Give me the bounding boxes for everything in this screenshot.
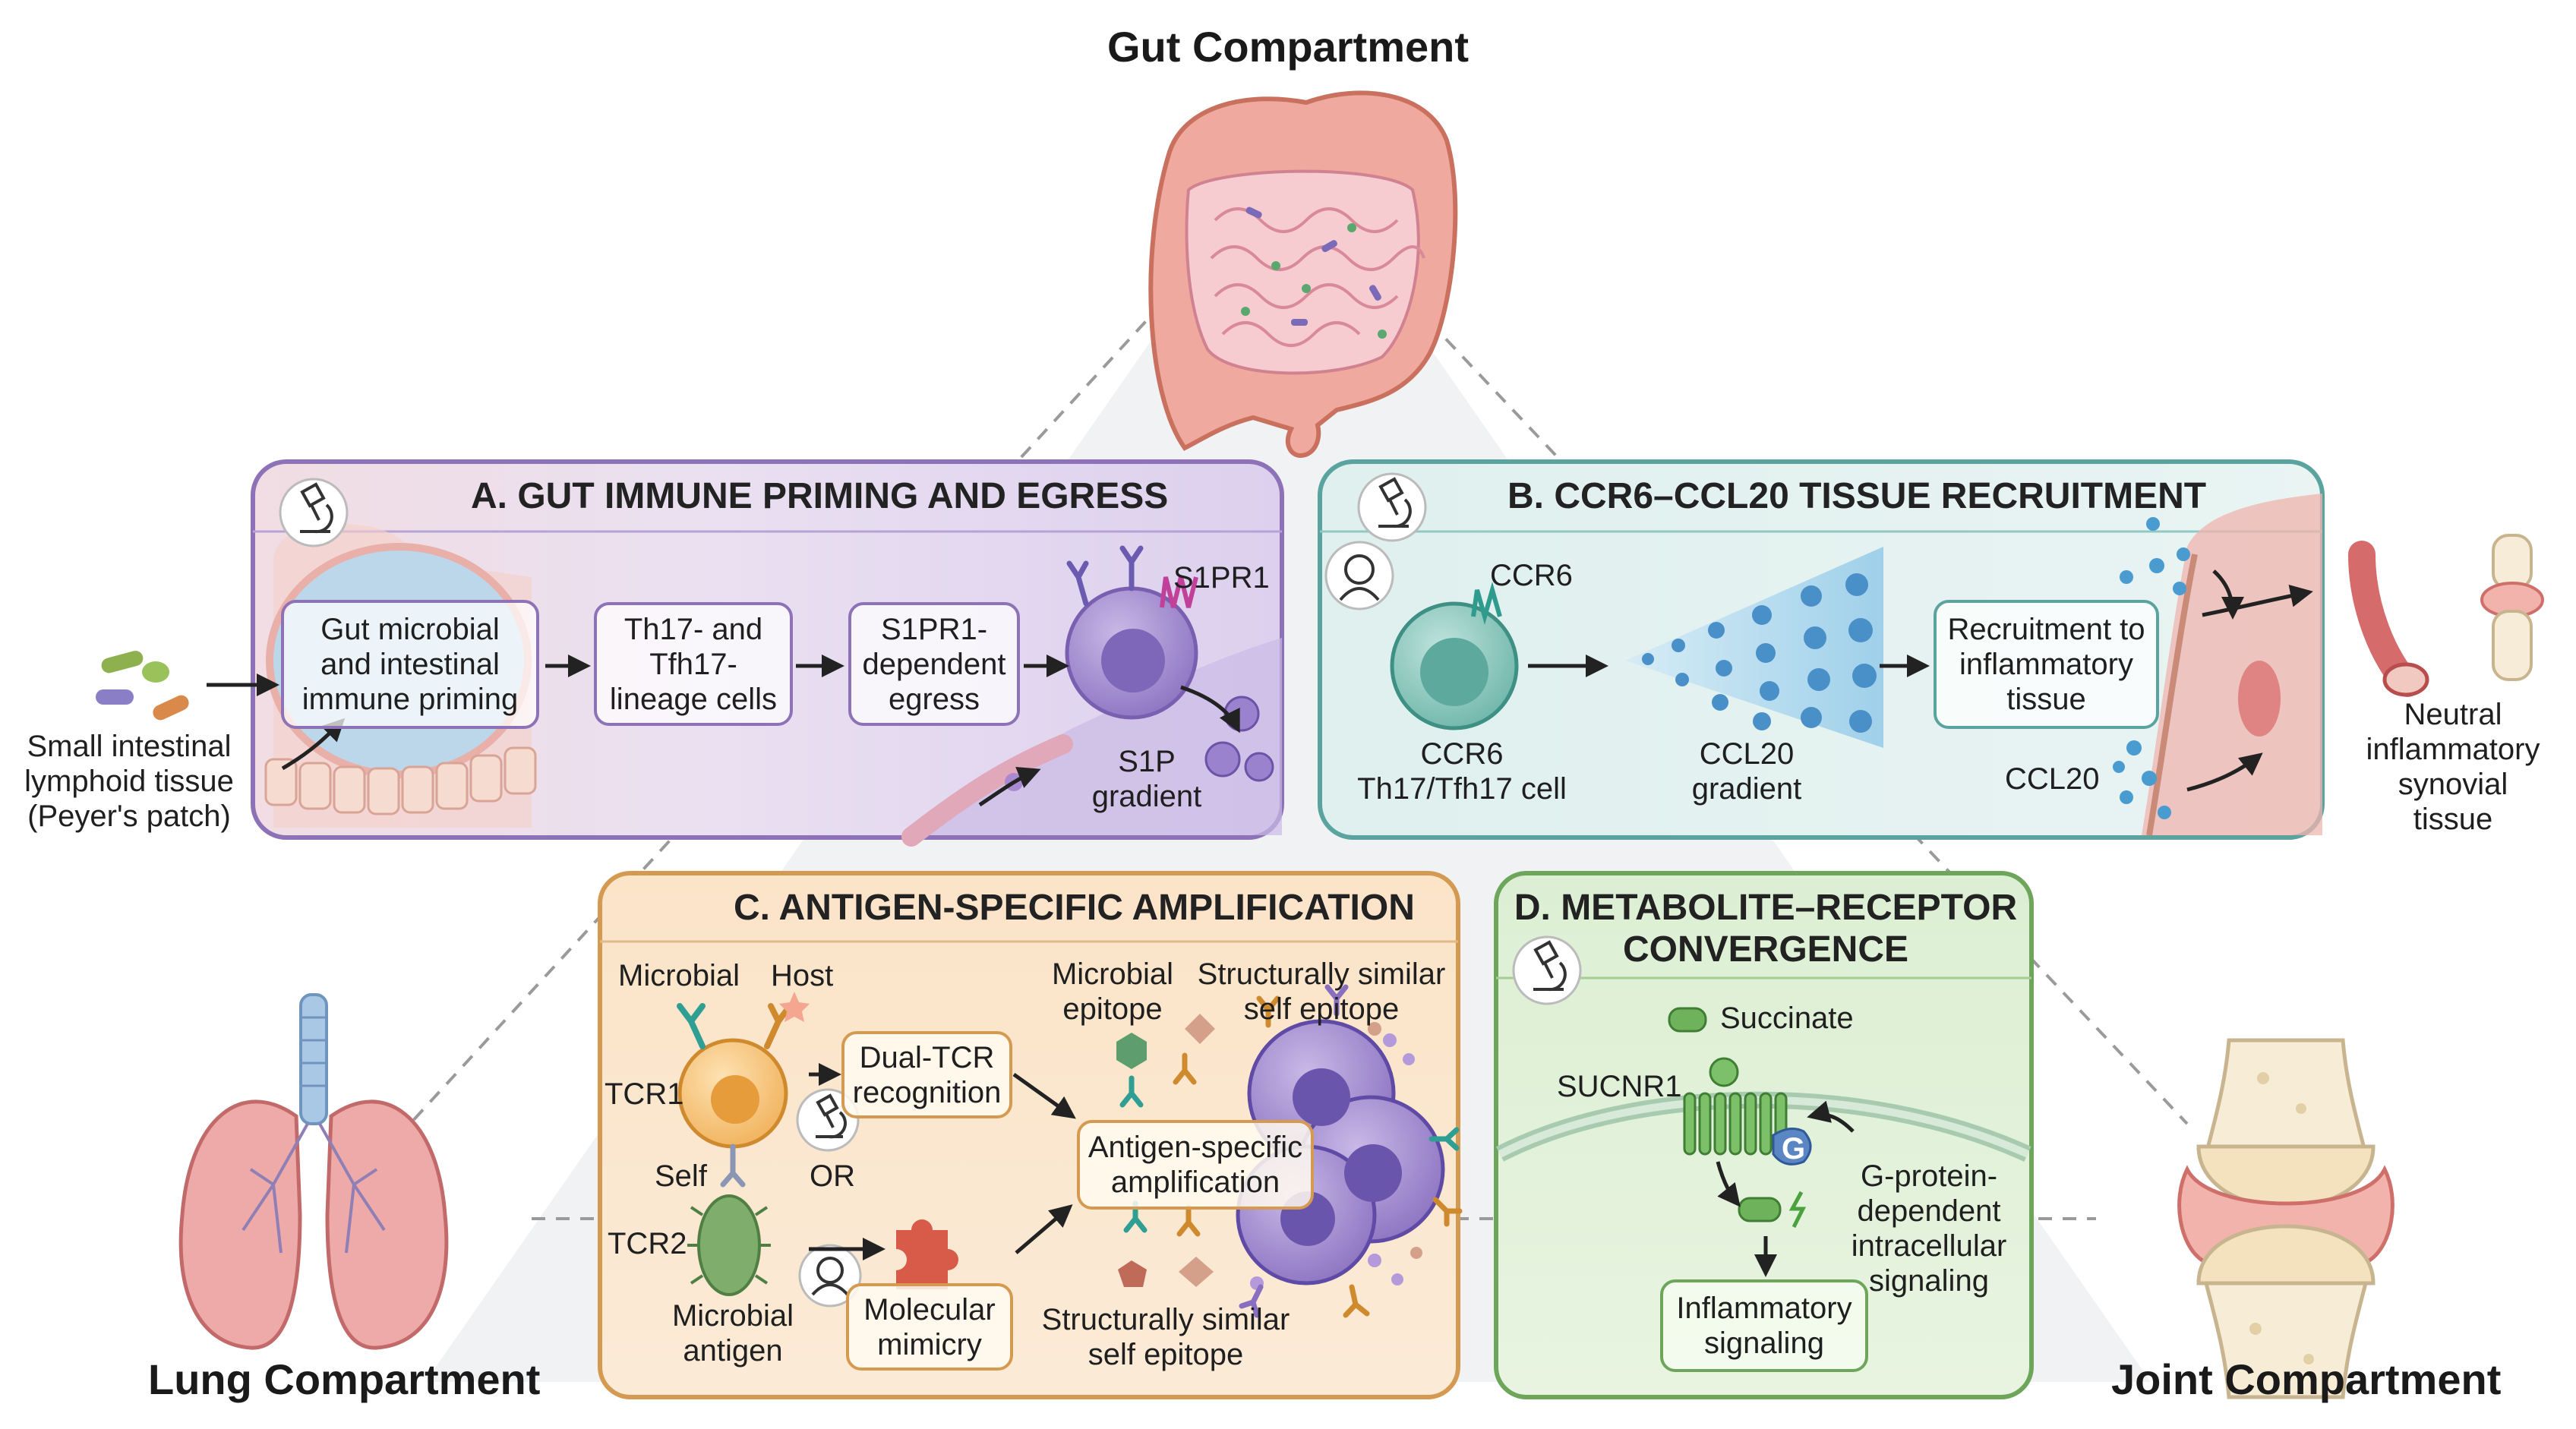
microscope-icon: [1357, 472, 1427, 542]
host-label: Host: [771, 959, 834, 992]
joint-illustration: [2177, 1038, 2394, 1399]
flow-arrows: [207, 569, 2313, 1277]
microscope-icon: [1512, 935, 1582, 1005]
gut-compartment-label: Gut Compartment: [1107, 23, 1469, 71]
joint-compartment-label: Joint Compartment: [2111, 1355, 2502, 1403]
patient-icon: [798, 1244, 862, 1308]
succinate-label: Succinate: [1720, 1002, 1854, 1035]
or-label: OR: [810, 1159, 855, 1193]
panel-a-title: A. GUT IMMUNE PRIMING AND EGRESS: [471, 476, 1169, 516]
g-protein-label: G: [1782, 1132, 1806, 1166]
sucnr1-label: SUCNR1: [1557, 1070, 1682, 1103]
vessel-joint-icon: [2348, 534, 2544, 697]
panel-c-title: C. ANTIGEN-SPECIFIC AMPLIFICATION: [734, 888, 1415, 928]
panel-d: [1494, 871, 2034, 1399]
microscope-icon: [279, 478, 349, 547]
microbial-label: Microbial: [618, 959, 740, 992]
panel-b-title: B. CCR6–CCL20 TISSUE RECRUITMENT: [1507, 476, 2207, 516]
lung-illustration: [178, 993, 449, 1350]
ccr6-receptor-label: CCR6: [1490, 559, 1573, 592]
s1pr1-label: S1PR1: [1173, 561, 1270, 595]
ccl20-label: CCL20: [2005, 762, 2100, 796]
tcr2-label: TCR2: [608, 1227, 687, 1260]
patient-icon: [1324, 541, 1394, 610]
tcr1-label: TCR1: [605, 1077, 684, 1111]
self-label: Self: [655, 1159, 707, 1193]
panel-b: [1318, 459, 2325, 840]
intestine-illustration: [1148, 90, 1458, 459]
lung-compartment-label: Lung Compartment: [148, 1355, 541, 1403]
bacteria-icon: [96, 651, 189, 721]
